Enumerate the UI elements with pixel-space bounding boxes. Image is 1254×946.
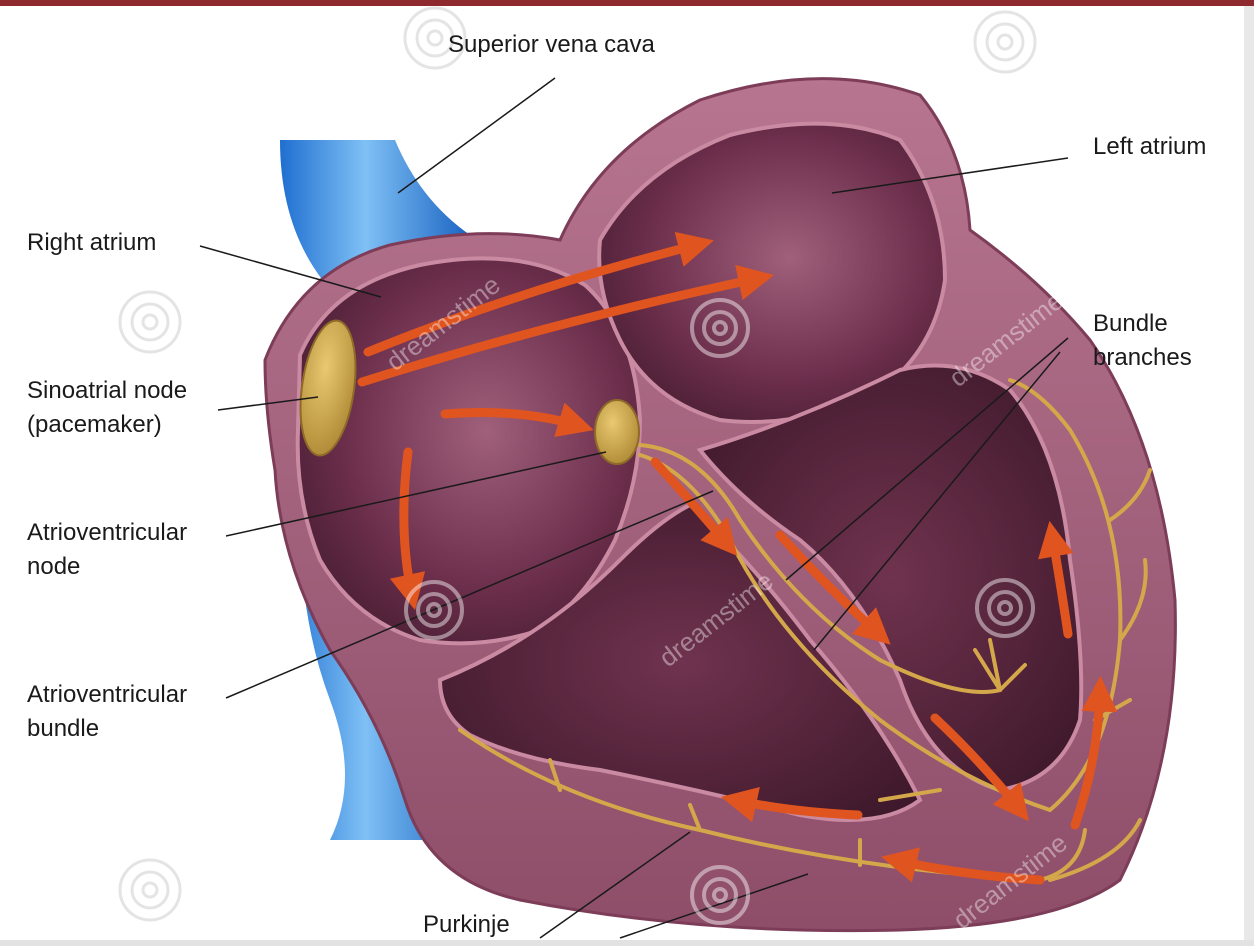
label-bundle-branches-line2: branches bbox=[1093, 344, 1192, 371]
label-purkinje: Purkinje bbox=[423, 911, 510, 938]
dreamstime-spiral-watermark-icon bbox=[404, 298, 1035, 925]
right-edge bbox=[1244, 6, 1254, 946]
label-left-atrium: Left atrium bbox=[1093, 133, 1207, 160]
superior-vena-cava-shape bbox=[280, 140, 470, 840]
label-av-bundle-line2: bundle bbox=[27, 715, 100, 742]
label-sinoatrial-node-line1: Sinoatrial node bbox=[27, 377, 188, 404]
atrioventricular-node bbox=[594, 399, 640, 465]
bottom-edge bbox=[0, 940, 1254, 946]
right-ventricle-chamber bbox=[437, 502, 923, 822]
right-atrium-chamber bbox=[295, 256, 643, 646]
top-bar bbox=[0, 0, 1254, 6]
label-superior-vena-cava: Superior vena cava bbox=[448, 31, 655, 58]
impulse-arrows bbox=[357, 231, 1118, 885]
label-right-atrium: Right atrium bbox=[27, 229, 157, 256]
label-bundle-branches-line1: Bundle bbox=[1093, 310, 1168, 337]
label-av-node-line2: node bbox=[27, 553, 81, 580]
leader-lines bbox=[199, 77, 1069, 939]
label-av-bundle-line1: Atrioventricular bbox=[27, 681, 188, 708]
label-sinoatrial-node-line2: (pacemaker) bbox=[27, 411, 162, 438]
label-av-node-line1: Atrioventricular bbox=[27, 519, 188, 546]
watermark-spirals-light bbox=[118, 6, 1037, 922]
left-ventricle-chamber bbox=[696, 363, 1084, 793]
sinoatrial-node bbox=[299, 319, 357, 457]
